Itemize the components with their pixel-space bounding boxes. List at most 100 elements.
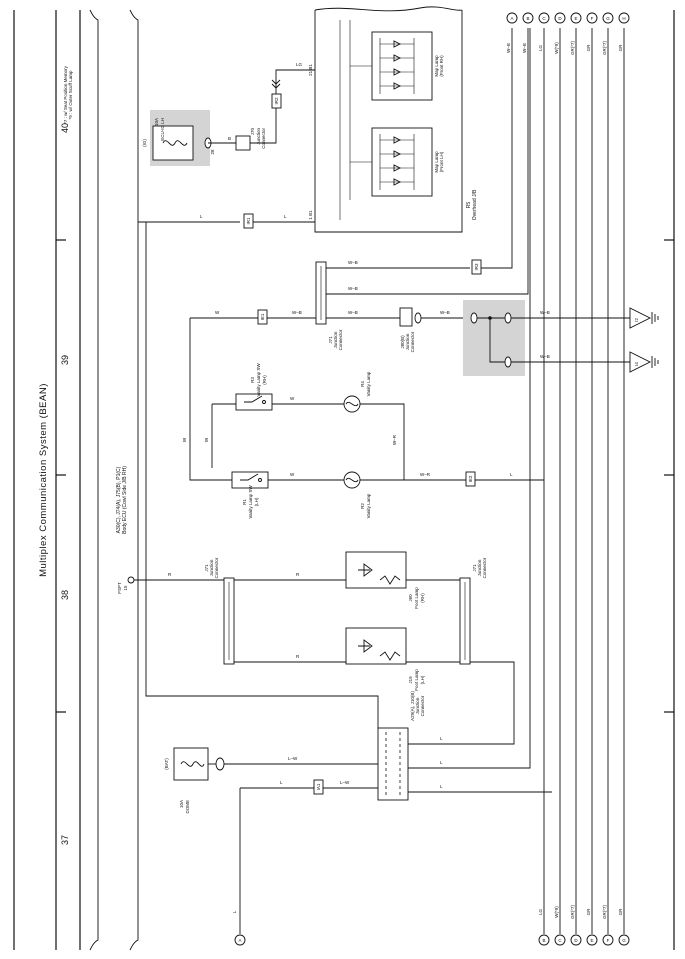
wire-b-label: B bbox=[228, 136, 231, 141]
j60-side: (RH) bbox=[420, 593, 425, 603]
bus-bottom-c bbox=[554, 934, 566, 946]
r4-name: Vanity Lamp bbox=[366, 371, 371, 396]
wire-wb-label-4: W–B bbox=[440, 310, 450, 315]
bus-bottom-d-letter: D bbox=[574, 938, 578, 943]
bus-bottom-f bbox=[602, 934, 614, 946]
dome-fuse-amp: 10A bbox=[179, 800, 184, 808]
wire-l-label-2: L bbox=[284, 214, 287, 219]
bus-top-c-letter: C bbox=[542, 16, 546, 21]
r4-code: R4 bbox=[360, 381, 365, 387]
j80-name: Junction bbox=[405, 333, 410, 350]
j70-sub: Connector bbox=[261, 128, 266, 149]
bus-bottom-b-color: LG bbox=[538, 909, 543, 916]
wire-wr-label-2: W–R bbox=[420, 472, 431, 477]
bus-bottom-b-letter: B bbox=[542, 938, 545, 943]
map-lamp-rh-side: (Front RH) bbox=[439, 55, 444, 77]
ie1-connector bbox=[257, 309, 268, 325]
r1-side: (LH) bbox=[254, 497, 259, 506]
wire-wr-r4 bbox=[360, 403, 405, 480]
ground-terminal-11 bbox=[470, 312, 478, 324]
j60-name: Foot Lamp bbox=[414, 587, 419, 609]
j71-left-sub: Connector bbox=[214, 557, 219, 578]
overhead-jb-name: Overhead J/B bbox=[472, 189, 478, 220]
r1-switch-contact bbox=[258, 478, 262, 482]
wire-w-label-1: W bbox=[215, 310, 220, 315]
bus-top-a bbox=[506, 12, 518, 24]
ecu-fspt-pin: 15 bbox=[123, 585, 128, 591]
ia1-label: IA1 bbox=[316, 783, 321, 790]
wire-w-label-3: W bbox=[204, 437, 209, 442]
wire-lw-label-1: L–W bbox=[288, 756, 298, 761]
wire-r-label-1: R bbox=[168, 572, 172, 577]
wire-r-label-3: R bbox=[296, 654, 300, 659]
page-title: Multiplex Communication System (BEAN) bbox=[38, 383, 49, 577]
dome-fuse-icon bbox=[180, 761, 205, 767]
page-number-40: 40 bbox=[60, 123, 70, 133]
wire-l-label-5: L bbox=[440, 760, 443, 765]
r2-name: Vanity Lamp bbox=[366, 493, 371, 518]
bus-bottom-g bbox=[618, 934, 630, 946]
note-outer-scuff: *9 : w/ Outer Scuff Lamp bbox=[68, 70, 73, 119]
bus-top-e bbox=[570, 12, 582, 24]
ground-i2-symbol bbox=[629, 307, 652, 329]
wire-wb-label-5: W–B bbox=[540, 310, 550, 315]
bus-top-b-letter: B bbox=[526, 16, 529, 21]
bus-bottom-e-color: GR bbox=[586, 908, 591, 916]
bus-bottom-labels: LG W(*9) GR(*7) GR GR(*7) GR bbox=[538, 905, 623, 920]
j70-box bbox=[235, 135, 251, 151]
r3-switch-box bbox=[235, 393, 273, 411]
ie1-label: IE1 bbox=[260, 313, 265, 320]
ir2-label: IR2 bbox=[274, 97, 279, 105]
r2-code: R2 bbox=[360, 503, 365, 509]
bus-top-c bbox=[538, 12, 550, 24]
page-number-38: 38 bbox=[60, 590, 70, 600]
ie2-label: IE2 bbox=[468, 475, 473, 482]
ecu-fspt-terminal bbox=[127, 576, 135, 584]
j71-left-name: Junction bbox=[209, 559, 214, 576]
wire-lg-label: LG bbox=[296, 62, 303, 67]
r1-switch-icon bbox=[240, 473, 259, 481]
bus-bottom-f-color: GR(*7) bbox=[602, 905, 607, 920]
j80-terminal bbox=[414, 312, 422, 324]
bus-bottom-g-letter: G bbox=[622, 938, 626, 943]
wire-wb-label-2: W–B bbox=[348, 286, 358, 291]
j71-top-name: Junction bbox=[333, 331, 338, 348]
map-lamp-rh-leds bbox=[380, 40, 414, 90]
bus-top-a-letter: A bbox=[510, 16, 513, 21]
ecu-fspt-label: FSPT bbox=[117, 582, 122, 594]
ir3-label: IR3 bbox=[474, 263, 479, 271]
bus-bottom-c-color: W(*9) bbox=[554, 906, 559, 918]
bus-bottom-connectors: B C D E F G bbox=[538, 934, 630, 946]
ground-i4-symbol bbox=[629, 351, 652, 373]
j71-top-sub: Connector bbox=[338, 329, 343, 350]
bus-top-a-color: W–B bbox=[506, 43, 511, 53]
ground-terminal-5 bbox=[504, 312, 512, 324]
j71-top-code: J71 bbox=[328, 336, 333, 344]
ir2-connector bbox=[271, 93, 282, 109]
j60-resistor-icon bbox=[379, 575, 401, 585]
wire-wb-label-1: W–B bbox=[348, 260, 358, 265]
bus-top-d-letter: D bbox=[558, 16, 562, 21]
dome-fuse-source: (BAT) bbox=[164, 758, 169, 770]
wire-w-label-4: W bbox=[290, 396, 295, 401]
bus-bottom-d-color: GR(*7) bbox=[570, 905, 575, 920]
ecu-ig-pin: 28 bbox=[210, 149, 215, 155]
wire-wr-label-1: W–R bbox=[392, 434, 397, 445]
a29-sub: Connector bbox=[420, 695, 425, 716]
a29-junction-box bbox=[377, 727, 409, 801]
wire-w-label-2: W bbox=[182, 437, 187, 442]
bus-top-connectors: A B C D E F G H bbox=[506, 12, 630, 24]
bus-top-b-color: W–B bbox=[522, 43, 527, 53]
wire-l-label-7: L bbox=[280, 780, 283, 785]
bus-top-f bbox=[586, 12, 598, 24]
r2-lamp-filament-icon bbox=[345, 477, 359, 483]
wire-w-label-5: W bbox=[290, 472, 295, 477]
ecu-ig-fuse-name: ECU-IG LH bbox=[160, 118, 165, 141]
bus-top-g bbox=[602, 12, 614, 24]
bus-top-f-color: GR bbox=[586, 44, 591, 52]
bus-top-c-color: LG bbox=[538, 45, 543, 52]
bus-top-d-color: W(*9) bbox=[554, 42, 559, 54]
r4-lamp-filament-icon bbox=[345, 401, 359, 407]
j19-code: J19 bbox=[408, 676, 413, 684]
